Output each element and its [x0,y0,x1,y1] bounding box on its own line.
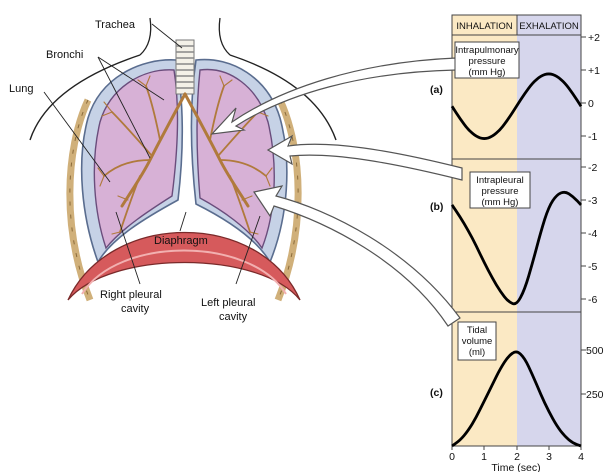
left-pleural-label-1: Left pleural [201,297,255,309]
ytick-label: -3 [588,195,597,207]
ytick-label: +1 [588,65,600,77]
inhalation-band [452,15,517,446]
series-label: (mm Hg) [482,197,519,208]
ytick-label: -4 [588,228,597,240]
exhalation-label: EXHALATION [519,21,579,32]
xtick-label: 3 [546,451,552,463]
right-pleural-label-2: cavity [121,303,150,315]
left-pleural-label-2: cavity [219,311,248,323]
series-label: Tidal [467,325,487,336]
series-label: volume [462,336,493,347]
ytick-label: -5 [588,261,597,273]
series-label: Intrapulmonary [455,45,519,56]
xtick-label: 1 [481,451,487,463]
xtick-label: 0 [449,451,455,463]
panel-a-yaxis: +2 +1 0 -1 [581,32,600,143]
ytick-label: -6 [588,294,597,306]
series-label: (ml) [469,347,485,358]
x-axis: 0 1 2 3 4 Time (sec) [449,446,584,472]
panel-c-letter: (c) [430,387,443,399]
ytick-label: -2 [588,162,597,174]
bronchi-label: Bronchi [46,49,83,61]
exhalation-band [517,15,581,446]
lung-label: Lung [9,83,33,95]
ytick-label: 500 [586,345,604,357]
series-label: Intrapleural [476,175,524,186]
panel-b-yaxis: -2 -3 -4 -5 -6 [581,162,597,306]
xtick-label: 4 [578,451,584,463]
series-label: pressure [482,186,519,197]
panel-b-letter: (b) [430,201,443,213]
label-box-tidal-volume: Tidal volume (ml) [458,322,496,360]
series-label: pressure [469,56,506,67]
x-axis-title: Time (sec) [491,462,540,472]
trachea-label: Trachea [95,19,136,31]
trachea [176,40,194,94]
panel-a-letter: (a) [430,84,443,96]
diaphragm-label: Diaphragm [154,235,208,247]
inhalation-label: INHALATION [456,21,512,32]
ytick-label: -1 [588,131,597,143]
panel-c-yaxis: 500 250 [581,345,604,401]
chart-panels: INHALATION EXHALATION (a) (b) (c) +2 +1 … [430,15,604,472]
label-box-intrapleural: Intrapleural pressure (mm Hg) [470,172,530,208]
right-pleural-label-1: Right pleural [100,289,162,301]
label-box-intrapulmonary: Intrapulmonary pressure (mm Hg) [455,42,519,78]
ytick-label: 250 [586,389,604,401]
anatomy-illustration: Trachea Bronchi Lung Diaphragm Right ple… [9,18,336,323]
ytick-label: +2 [588,32,600,44]
ytick-label: 0 [588,98,594,110]
series-label: (mm Hg) [469,67,506,78]
